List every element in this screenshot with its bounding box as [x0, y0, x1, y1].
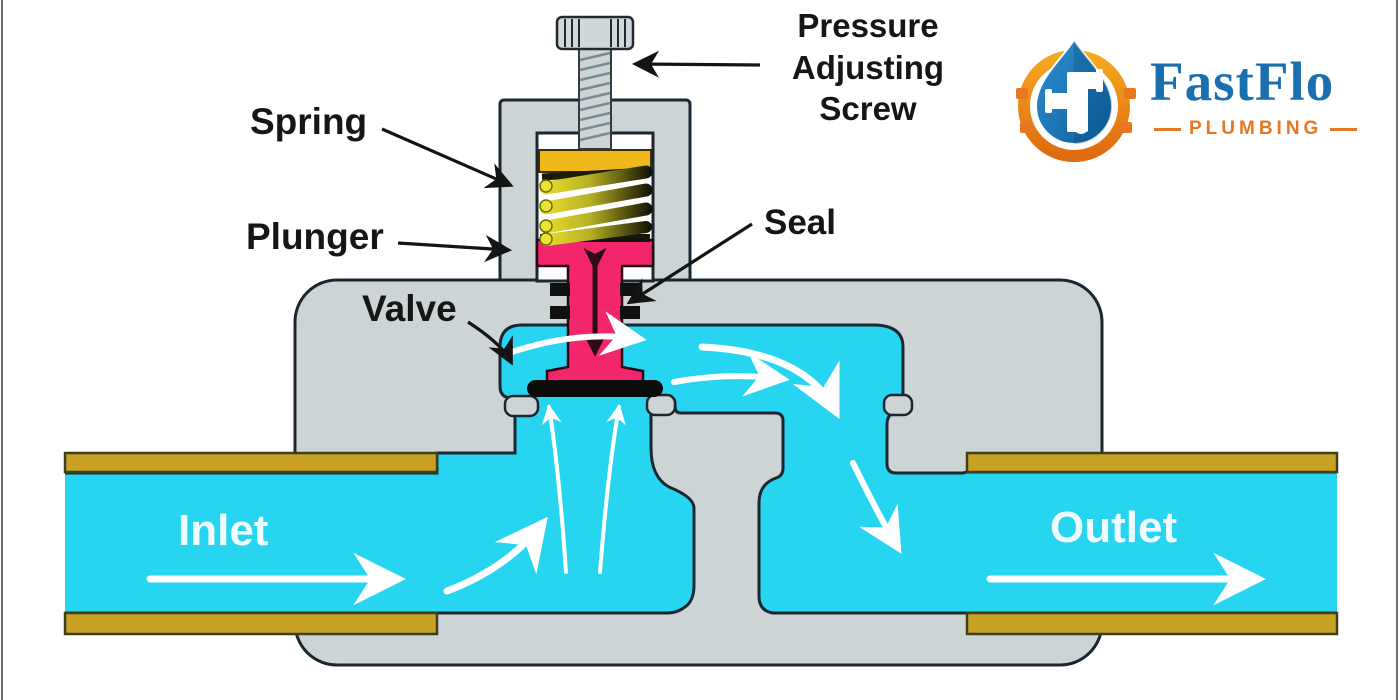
screw-threads	[579, 51, 611, 142]
seat-lip-right	[645, 393, 677, 417]
valve-seat-lips	[503, 393, 914, 418]
label-seal: Seal	[764, 203, 836, 242]
inlet-pipe-wall-bottom	[63, 611, 439, 636]
seal-label-arrow	[626, 222, 753, 305]
flow-arrows	[146, 311, 1266, 606]
inlet-pipe-wall-top	[63, 451, 439, 474]
riser-flow-arrow-left	[541, 404, 568, 574]
logo-text-block: FastFlo PLUMBING	[1150, 26, 1358, 140]
label-inlet: Inlet	[178, 506, 269, 555]
outlet-pipe-wall-bottom	[965, 611, 1339, 636]
logo-company-name: FastFlo	[1150, 51, 1335, 112]
pipe-letter-f-icon	[1045, 69, 1103, 134]
spring-coil-1	[539, 165, 653, 195]
image-left-edge	[1, 0, 3, 700]
seal-upper-left	[550, 283, 570, 296]
water-fill	[65, 325, 1337, 613]
outlet-down-flow-arrow	[850, 460, 902, 554]
seat-lip-left	[503, 394, 540, 418]
adjusting-screw	[555, 15, 635, 150]
label-outlet: Outlet	[1050, 503, 1178, 552]
spring-coil-2	[539, 183, 653, 215]
outlet-pipe-wall-top	[965, 451, 1339, 474]
seal-lower-right	[620, 306, 640, 319]
fastflo-logo-icon	[1016, 38, 1136, 162]
chamber-flow-arrow-2	[671, 351, 790, 397]
image-right-edge	[1396, 0, 1398, 700]
screw-label-arrow	[631, 50, 761, 78]
fastflo-logo: FastFlo PLUMBING	[1010, 26, 1370, 176]
label-arrows	[381, 50, 761, 366]
channel-lip-right	[882, 393, 914, 417]
knob-knurling	[564, 19, 626, 47]
chamber-flow-arrow-1	[509, 311, 647, 356]
label-valve: Valve	[362, 288, 457, 329]
inlet-up-flow-arrow	[443, 516, 548, 595]
cavity-outline-top	[65, 323, 1337, 475]
label-spring: Spring	[250, 101, 368, 142]
spring-coil-3	[539, 202, 653, 234]
down-channel-flow-arrow	[698, 343, 840, 420]
seal-lower-left	[550, 306, 570, 319]
spring-assembly	[538, 149, 653, 246]
tagline-dash-right	[1330, 127, 1358, 131]
spring-wire-ends	[539, 179, 553, 246]
logo-tagline: PLUMBING	[1189, 118, 1323, 139]
label-pressure-adjusting-screw: Pressure Adjusting Screw	[791, 7, 945, 128]
valve-disc	[527, 380, 663, 397]
screw-knob	[555, 15, 635, 51]
tagline-dash-left	[1154, 127, 1181, 131]
spring-coil-4	[540, 221, 652, 246]
label-plunger: Plunger	[246, 216, 384, 257]
spring-label-arrow	[381, 127, 514, 189]
seal-upper-right	[620, 283, 640, 296]
wrench-jaws	[1016, 88, 1136, 133]
riser-flow-arrow-right	[598, 404, 626, 574]
valve-label-arrow	[467, 320, 513, 366]
pipe-walls	[63, 451, 1339, 636]
plunger-label-arrow	[397, 234, 513, 263]
logo-tagline-row: PLUMBING	[1154, 118, 1358, 140]
